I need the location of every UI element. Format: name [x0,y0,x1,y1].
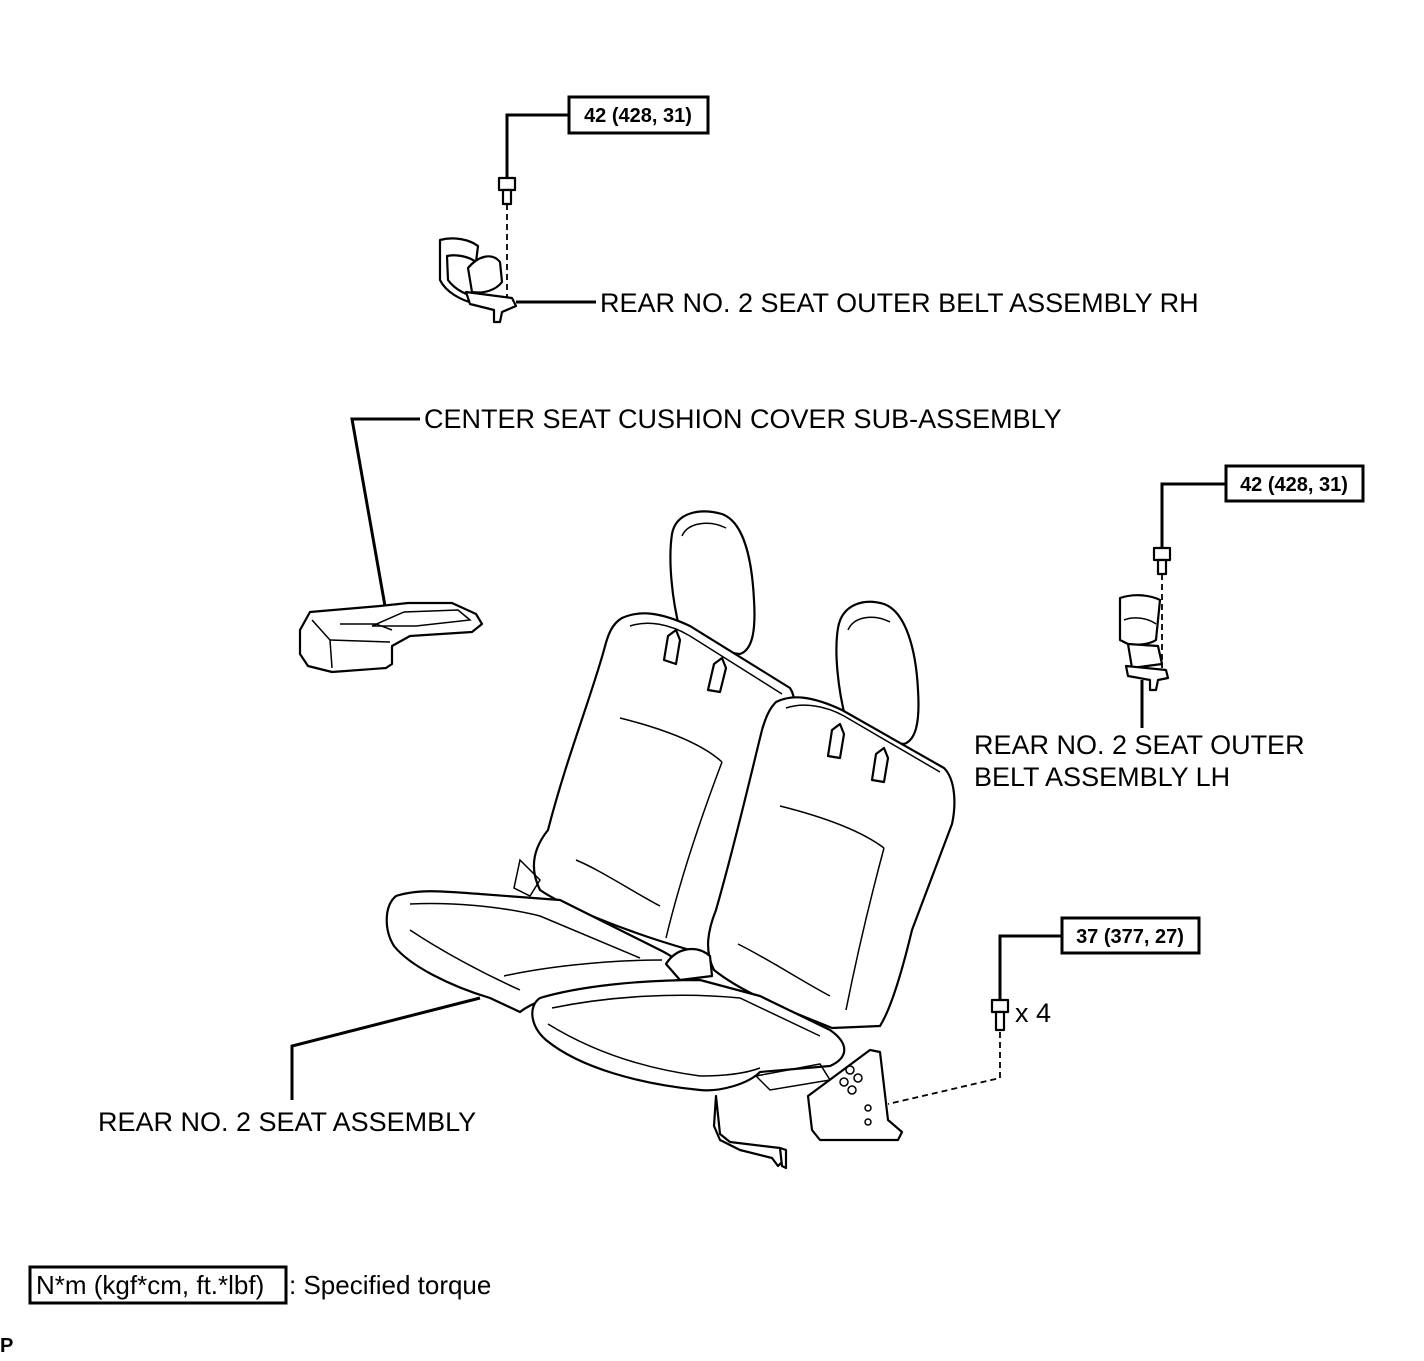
label-cushion-cover: CENTER SEAT CUSHION COVER SUB-ASSEMBLY [424,404,1062,434]
label-belt-lh-line2: BELT ASSEMBLY LH [974,762,1230,792]
label-bolt-qty: x 4 [1015,998,1051,1028]
legend: N*m (kgf*cm, ft.*lbf) : Specified torque [28,1265,491,1305]
corner-mark: P [0,1335,13,1357]
legend-unit: N*m (kgf*cm, ft.*lbf) [36,1270,264,1300]
torque-value-seat: 37 (377, 27) [1076,926,1184,948]
seat-assembly-part-icon [385,510,956,1170]
cushion-cover-group: CENTER SEAT CUSHION COVER SUB-ASSEMBLY [298,404,1062,674]
belt-lh-group: 42 (428, 31) REAR NO. 2 SEAT OUTER BELT … [974,464,1365,792]
torque-box-belt-lh [1224,464,1365,503]
seat-bolt-group: 37 (377, 27) x 4 [887,916,1201,1105]
label-seat-assembly: REAR NO. 2 SEAT ASSEMBLY [98,1107,476,1137]
legend-unit-box [28,1265,288,1305]
torque-value-belt-lh: 42 (428, 31) [1240,474,1348,496]
label-belt-rh: REAR NO. 2 SEAT OUTER BELT ASSEMBLY RH [600,288,1199,318]
belt-anchor-rh-icon [438,237,518,324]
cushion-cover-part-icon [298,601,484,674]
belt-rh-group: 42 (428, 31) REAR NO. 2 SEAT OUTER BELT … [438,95,1199,324]
bolt-icon [497,176,517,206]
torque-value-belt-rh: 42 (428, 31) [584,105,692,127]
legend-text: : Specified torque [289,1270,491,1300]
torque-box-seat [1060,916,1201,955]
label-belt-lh-line1: REAR NO. 2 SEAT OUTER [974,730,1305,760]
bolt-icon [1152,546,1172,576]
bolt-icon [990,998,1010,1032]
belt-anchor-lh-icon [1118,594,1170,692]
